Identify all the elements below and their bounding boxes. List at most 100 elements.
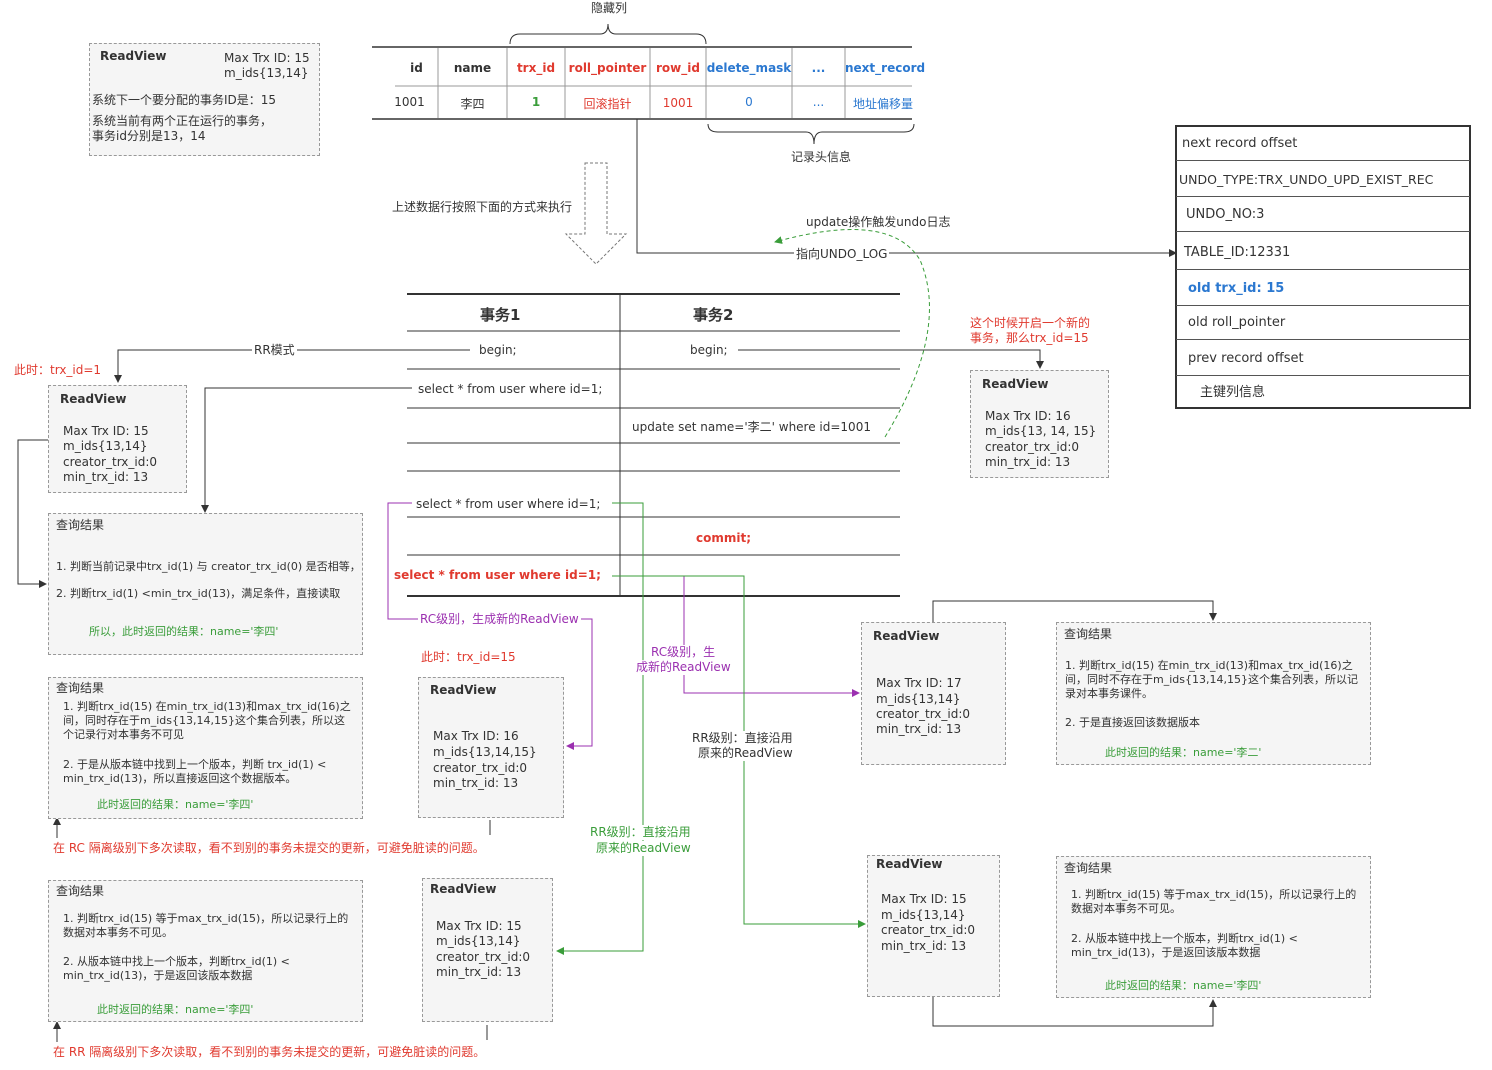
- query-result-step2: 2. 从版本链中找上一个版本，判断trx_id(1) < min_trx_id(…: [63, 955, 290, 982]
- txn2-begin: begin;: [690, 343, 728, 357]
- readview-mids: m_ids{13,14}: [436, 934, 521, 948]
- readview-mids: m_ids{13,14}: [881, 908, 966, 922]
- readview-title: ReadView: [873, 629, 940, 643]
- undo-pointer-label: 指向UNDO_LOG: [794, 247, 890, 262]
- readview-min: min_trx_id: 13: [436, 965, 522, 979]
- txn2-header: 事务2: [693, 306, 734, 324]
- readview-box-5: ReadView Max Trx ID: 17 m_ids{13,14} cre…: [861, 622, 1006, 765]
- txn1-begin: begin;: [479, 343, 517, 357]
- undo-type: UNDO_TYPE:TRX_UNDO_UPD_EXIST_REC: [1176, 163, 1470, 197]
- query-result-title: 查询结果: [1064, 627, 1113, 641]
- readview-mids: m_ids{13,14}: [63, 439, 148, 453]
- readview-min: min_trx_id: 13: [881, 939, 967, 953]
- rr-mode-label: RR模式: [252, 343, 297, 358]
- undo-next-record-offset: next record offset: [1176, 127, 1470, 161]
- readview-creator: creator_trx_id:0: [436, 950, 531, 964]
- query-result-step1: 1. 判断trx_id(15) 在min_trx_id(13)和max_trx_…: [1065, 659, 1358, 700]
- th-delete-mask: delete_mask: [706, 61, 792, 75]
- rr-keep-label-1a: RR级别：直接沿用: [692, 731, 793, 746]
- readview-min: min_trx_id: 13: [876, 722, 962, 736]
- readview-creator: creator_trx_id:0: [876, 707, 971, 721]
- undo-log-box: [1175, 125, 1471, 409]
- readview-creator: creator_trx_id:0: [881, 923, 976, 937]
- readview-mids: m_ids{13,14,15}: [433, 745, 537, 759]
- txn1-select2: select * from user where id=1;: [416, 497, 601, 511]
- readview-max: Max Trx ID: 15: [881, 892, 967, 906]
- readview-title: ReadView: [982, 377, 1049, 391]
- query-result-title: 查询结果: [56, 681, 105, 695]
- hidden-cols-label: 隐藏列: [591, 1, 628, 15]
- undo-old-roll-pointer: old roll_pointer: [1176, 306, 1470, 340]
- query-result-step2: 2. 判断trx_id(1) <min_trx_id(13)，满足条件，直接读取: [56, 587, 341, 600]
- query-result-step2: 2. 于是直接返回该数据版本: [1065, 716, 1200, 729]
- query-result-step1: 1. 判断trx_id(15) 在min_trx_id(13)和max_trx_…: [63, 700, 351, 741]
- query-result-return: 此时返回的结果：name='李四': [97, 798, 254, 811]
- query-result-title: 查询结果: [56, 518, 105, 532]
- readview-box-2: ReadView Max Trx ID: 16 m_ids{13, 14, 15…: [970, 370, 1109, 478]
- readview-creator: creator_trx_id:0: [985, 440, 1080, 454]
- th-next-record: next_record: [845, 61, 926, 75]
- query-result-step2: 2. 于是从版本链中找到上一个版本，判断 trx_id(1) < min_trx…: [63, 758, 327, 785]
- query-result-title: 查询结果: [56, 884, 105, 898]
- top-readview-note: ReadView Max Trx ID: 15 m_ids{13,14} 系统下…: [89, 43, 320, 156]
- readview-title: ReadView: [60, 392, 127, 406]
- query-result-box-1: 查询结果 1. 判断当前记录中trx_id(1) 与 creator_trx_i…: [48, 513, 363, 655]
- th-row-id: row_id: [656, 61, 700, 75]
- query-result-return: 此时返回的结果：name='李二': [1105, 746, 1262, 759]
- readview-title: ReadView: [430, 683, 497, 697]
- new-txn-label-2: 事务，那么trx_id=15: [970, 331, 1089, 345]
- query-result-step1: 1. 判断trx_id(15) 等于max_trx_id(15)，所以记录行上的…: [63, 912, 349, 939]
- top-note-line1: 系统下一个要分配的事务ID是：15: [92, 93, 277, 107]
- td-row-id: 1001: [662, 96, 694, 110]
- readview-max: Max Trx ID: 16: [433, 729, 519, 743]
- top-note-title: ReadView: [100, 49, 167, 63]
- th-trx-id: trx_id: [516, 61, 556, 75]
- txn2-update: update set name='李二' where id=1001: [632, 420, 871, 434]
- txn2-commit: commit;: [696, 531, 752, 545]
- undo-trigger-label: update操作触发undo日志: [806, 215, 951, 229]
- td-trx-id: 1: [531, 95, 541, 109]
- now-trx-15-label: 此时：trx_id=15: [421, 650, 516, 664]
- undo-old-trx-id: old trx_id: 15: [1176, 272, 1470, 306]
- td-delete-mask: 0: [745, 95, 753, 109]
- td-name: 李四: [460, 97, 485, 111]
- rc-new-readview-label: RC级别，生成新的ReadView: [418, 612, 581, 627]
- query-result-box-2: 查询结果 1. 判断trx_id(15) 在min_trx_id(13)和max…: [48, 677, 363, 819]
- readview-max: Max Trx ID: 15: [436, 919, 522, 933]
- rc-new-readview2-label-1: RC级别，生: [651, 645, 716, 660]
- readview-min: min_trx_id: 13: [63, 470, 149, 484]
- td-roll-pointer: 回滚指针: [583, 97, 632, 111]
- th-ellipsis: ...: [811, 61, 826, 75]
- rc-isolation-note: 在 RC 隔离级别下多次读取，看不到别的事务未提交的更新，可避免脏读的问题。: [53, 841, 485, 855]
- rr-keep-label-2b: 原来的ReadView: [596, 841, 691, 856]
- top-note-mids: m_ids{13,14}: [224, 66, 309, 80]
- query-result-step1: 1. 判断trx_id(15) 等于max_trx_id(15)，所以记录行上的…: [1071, 888, 1357, 915]
- new-txn-label-1: 这个时候开启一个新的: [970, 316, 1091, 330]
- th-name: name: [453, 61, 492, 75]
- query-result-box-5: 查询结果 1. 判断trx_id(15) 等于max_trx_id(15)，所以…: [1056, 856, 1371, 998]
- txn1-select1: select * from user where id=1;: [418, 382, 603, 396]
- readview-box-6: ReadView Max Trx ID: 15 m_ids{13,14} cre…: [867, 855, 1000, 997]
- query-result-return: 此时返回的结果：name='李四': [1105, 979, 1262, 992]
- txn1-header: 事务1: [480, 306, 521, 324]
- undo-pk-info: 主键列信息: [1200, 385, 1266, 400]
- rc-new-readview2-label-2: 成新的ReadView: [636, 660, 731, 675]
- readview-title: ReadView: [876, 857, 943, 871]
- query-result-return: 所以，此时返回的结果：name='李四': [89, 625, 279, 638]
- readview-max: Max Trx ID: 17: [876, 676, 962, 690]
- query-result-box-3: 查询结果 1. 判断trx_id(15) 等于max_trx_id(15)，所以…: [48, 880, 363, 1022]
- readview-min: min_trx_id: 13: [433, 776, 519, 790]
- readview-creator: creator_trx_id:0: [433, 761, 528, 775]
- top-note-max: Max Trx ID: 15: [224, 51, 310, 65]
- readview-box-4: ReadView Max Trx ID: 15 m_ids{13,14} cre…: [422, 878, 553, 1022]
- readview-mids: m_ids{13, 14, 15}: [985, 424, 1097, 438]
- td-ellipsis: ...: [812, 95, 825, 109]
- th-id: id: [410, 61, 423, 75]
- query-result-title: 查询结果: [1064, 861, 1113, 875]
- td-id: 1001: [394, 95, 425, 109]
- txn1-select3: select * from user where id=1;: [394, 568, 601, 582]
- top-note-line2: 系统当前有两个正在运行的事务，: [92, 114, 273, 128]
- rr-keep-label-1b: 原来的ReadView: [698, 746, 793, 761]
- readview-min: min_trx_id: 13: [985, 455, 1071, 469]
